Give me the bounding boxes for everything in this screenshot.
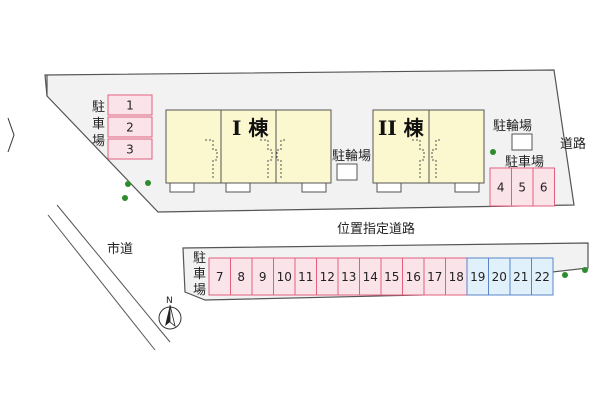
tree-icon	[145, 180, 151, 186]
city-road-edge-2	[56, 204, 171, 343]
parking-space-number: 21	[513, 270, 528, 284]
parking-group-top-left: 1 2 3	[107, 94, 153, 160]
parking-space-number: 13	[341, 270, 356, 284]
north-arrow-icon	[158, 304, 182, 330]
bicycle-parking-right	[511, 133, 533, 151]
parking-space-number: 9	[259, 270, 267, 284]
parking-space-number: 16	[406, 270, 421, 284]
north-label: N	[166, 296, 173, 306]
parking-label-bottom-3: 場	[193, 283, 206, 298]
building-1	[165, 109, 332, 193]
building-1-label: I 棟	[232, 116, 269, 140]
parking-label-right: 駐車場	[505, 155, 544, 170]
parking-space-number: 8	[237, 270, 245, 284]
bicycle-parking-center	[336, 163, 358, 181]
tree-icon	[122, 195, 128, 201]
city-road-edge-1	[47, 214, 156, 351]
parking-space-number: 4	[497, 181, 505, 195]
parking-space	[107, 116, 153, 138]
parking-space	[107, 94, 153, 116]
city-road-label: 市道	[107, 241, 133, 257]
parking-space-number: 19	[470, 270, 485, 284]
parking-space	[532, 167, 555, 207]
parking-space-number: 3	[126, 143, 134, 157]
bicycle-parking-label-right: 駐輪場	[493, 118, 532, 134]
parking-space-number: 12	[320, 270, 335, 284]
parking-space-number: 11	[298, 270, 313, 284]
bicycle-parking-label-center: 駐輪場	[332, 148, 371, 164]
parking-label-topleft-2: 車	[92, 117, 105, 132]
tree-icon	[582, 267, 588, 273]
road-label: 道路	[560, 136, 586, 152]
building-2	[372, 109, 485, 193]
parking-label-topleft-1: 駐	[92, 100, 105, 115]
parking-space-number: 18	[449, 270, 464, 284]
parking-space-number: 22	[535, 270, 550, 284]
parking-space-number: 15	[384, 270, 399, 284]
parking-label-bottom-1: 駐	[193, 251, 206, 266]
tree-icon	[562, 272, 568, 278]
parking-space-number: 17	[427, 270, 442, 284]
parking-space-number: 2	[126, 121, 134, 135]
parking-space-number: 1	[126, 99, 134, 113]
parking-space-number: 20	[492, 270, 507, 284]
designated-road-label: 位置指定道路	[337, 221, 415, 237]
parking-label-bottom-2: 車	[193, 267, 206, 282]
tree-icon	[125, 181, 131, 187]
parking-space-number: 6	[540, 181, 548, 195]
edge-bracket	[7, 117, 15, 153]
parking-space	[107, 138, 153, 160]
parking-space-number: 10	[277, 270, 292, 284]
tree-icon	[490, 149, 496, 155]
parking-space-number: 14	[363, 270, 378, 284]
parking-space-number: 5	[518, 181, 526, 195]
parking-space	[531, 257, 554, 296]
parking-label-topleft-3: 場	[92, 134, 105, 149]
building-2-label: II 棟	[378, 116, 425, 140]
parking-space-number: 7	[216, 270, 224, 284]
